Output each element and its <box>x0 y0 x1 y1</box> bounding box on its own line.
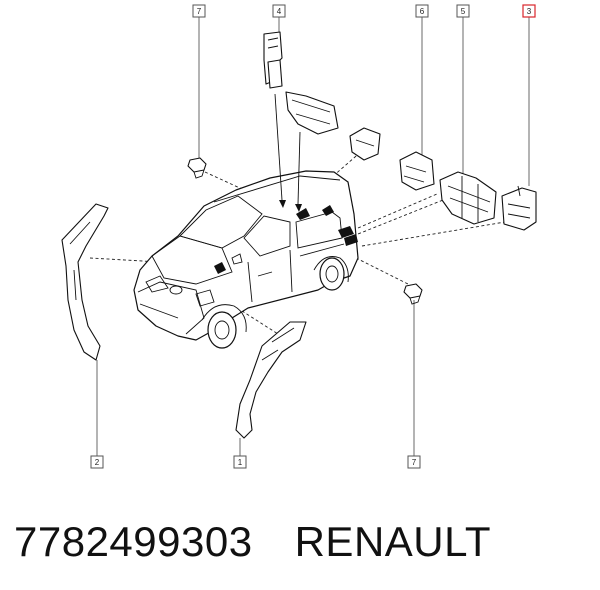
callout-box <box>407 455 421 469</box>
part-4-arrows <box>274 93 302 212</box>
brand-name: RENAULT <box>294 518 492 565</box>
reinforcement-rail-part-2 <box>61 203 109 361</box>
part-number: 7782499303 <box>14 518 253 565</box>
callout-7-bottom: 7 <box>407 455 421 469</box>
hinge-bracket-part-5 <box>439 171 497 225</box>
hinge-bracket-part-4 <box>263 31 339 135</box>
hinge-bracket-part-6 <box>399 151 435 191</box>
callout-box <box>272 4 286 18</box>
callout-label: 6 <box>420 7 425 16</box>
hinge-bracket-part-3 <box>501 185 537 231</box>
callout-6: 6 <box>415 4 429 18</box>
callout-label: 5 <box>461 7 466 16</box>
parts-diagram: 7 4 6 5 3 2 1 7 <box>61 4 537 469</box>
callout-box <box>415 4 429 18</box>
callout-label: 4 <box>277 7 282 16</box>
fastener-clip-top <box>187 157 207 179</box>
callout-7-top: 7 <box>192 4 206 18</box>
caption-bar: 7782499303 RENAULT <box>14 512 491 572</box>
callout-box <box>456 4 470 18</box>
callout-label: 2 <box>95 458 100 467</box>
small-bracket <box>349 127 381 161</box>
leader-lines <box>96 17 530 456</box>
callout-label: 7 <box>197 7 202 16</box>
callout-label: 7 <box>412 458 417 467</box>
vehicle-body <box>133 170 359 349</box>
callout-label: 1 <box>238 458 243 467</box>
callout-box-highlighted <box>522 4 536 18</box>
callout-3-highlighted: 3 <box>522 4 536 18</box>
reinforcement-rail-part-1 <box>235 321 307 439</box>
callout-box <box>233 455 247 469</box>
callout-1: 1 <box>233 455 247 469</box>
mount-arrows <box>214 205 358 274</box>
callout-box <box>90 455 104 469</box>
callout-5: 5 <box>456 4 470 18</box>
callout-2: 2 <box>90 455 104 469</box>
callout-label: 3 <box>527 7 532 16</box>
callout-4: 4 <box>272 4 286 18</box>
callout-box <box>192 4 206 18</box>
fastener-clip-bottom <box>403 283 423 305</box>
